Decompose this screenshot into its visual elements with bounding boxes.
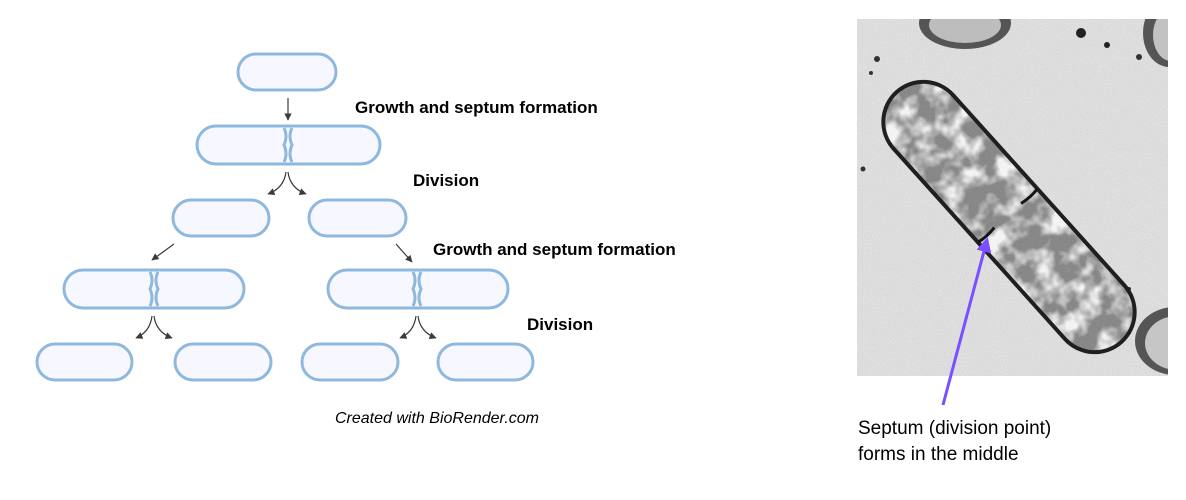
arrow-division-2-right-b bbox=[417, 315, 437, 340]
dividing-cell-gen1-left bbox=[62, 268, 246, 310]
cell-gen2-3 bbox=[300, 342, 400, 382]
cell-gen2-1 bbox=[35, 342, 134, 382]
biorender-credit: Created with BioRender.com bbox=[335, 410, 539, 427]
arrow-division-2-left-a bbox=[135, 315, 153, 339]
dividing-cell-gen1-right bbox=[326, 268, 510, 310]
dividing-cell-gen0 bbox=[195, 124, 382, 166]
label-division-2: Division bbox=[527, 315, 594, 334]
septum-annotation: Septum (division point) forms in the mid… bbox=[858, 416, 1051, 468]
cell-gen0 bbox=[236, 52, 338, 92]
cell-gen2-2 bbox=[173, 342, 273, 382]
septum-annotation-line1: Septum (division point) bbox=[858, 418, 1052, 439]
cell-gen1-right bbox=[307, 198, 408, 238]
cell-gen1-left bbox=[171, 198, 271, 238]
arrow-division-1-left bbox=[267, 171, 287, 196]
label-growth-septum-1: Growth and septum formation bbox=[355, 98, 598, 117]
arrow-division-2-right-a bbox=[399, 315, 417, 339]
arrow-division-1-right bbox=[287, 171, 307, 196]
label-division-1: Division bbox=[413, 171, 480, 190]
cell-gen2-4 bbox=[436, 342, 535, 382]
label-growth-septum-2: Growth and septum formation bbox=[433, 240, 676, 259]
arrow-growth-2-right bbox=[395, 243, 413, 263]
electron-micrograph bbox=[857, 19, 1168, 376]
septum-annotation-line2: forms in the middle bbox=[858, 444, 1019, 465]
rod-bacterium bbox=[881, 79, 1137, 355]
debris-speck bbox=[1076, 28, 1086, 38]
arrow-growth-2-left bbox=[151, 243, 175, 261]
binary-fission-diagram bbox=[35, 52, 535, 382]
arrow-division-2-left-b bbox=[153, 315, 173, 340]
